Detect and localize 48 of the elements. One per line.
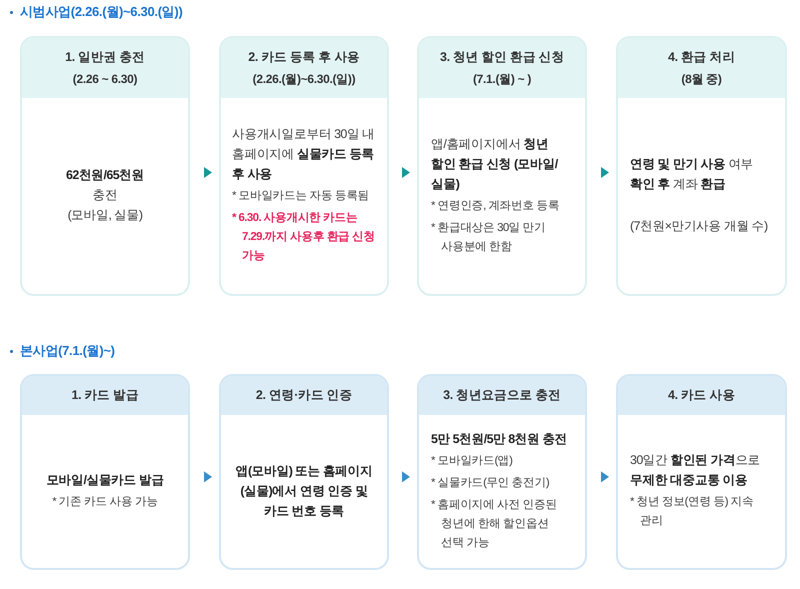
step-card [417, 374, 587, 570]
step-card [219, 374, 389, 570]
note-text: * 청년 정보(연령 등) 지속 관리 [630, 495, 754, 529]
section-heading: 시범사업(2.26.(월)~6.30.(일)) [20, 3, 182, 21]
note-text: * 기존 카드 사용 가능 [51, 494, 159, 510]
step-date: (7.1.(월) ~ ) [472, 70, 532, 88]
step-text: 5만 5천원/5만 8천원 충전 [431, 430, 568, 448]
note-text: * 연령인증, 계좌번호 등록 [431, 198, 560, 214]
step-text: (7천원×만기사용 개월 수) [630, 218, 769, 235]
note-text: * 6.30. 사용개시한 카드는 7.29.까지 사용후 환급 신청 가능 [232, 211, 376, 264]
note-text: * 모바일카드는 자동 등록됨 [232, 189, 370, 204]
step-text: 충전 [92, 187, 118, 204]
arrow [402, 471, 410, 482]
arrow [601, 471, 609, 482]
step-date: (2.26 ~ 6.30) [72, 70, 138, 88]
step-title: 2. 카드 등록 후 사용 [248, 48, 360, 66]
arrow [204, 471, 212, 482]
step-card [616, 374, 787, 570]
arrow [402, 167, 410, 178]
step-card [417, 36, 587, 296]
step-card [616, 36, 787, 296]
section-heading: 본사업(7.1.(월)~) [20, 342, 115, 360]
step-title: 1. 카드 발급 [72, 387, 138, 404]
step-title: 3. 청년 할인 환급 신청 [440, 48, 564, 66]
step-text: 62천원/65천원 [65, 167, 145, 184]
step-title: 1. 일반권 충전 [65, 48, 145, 66]
step-title: 3. 청년요금으로 충전 [443, 387, 561, 404]
arrow [204, 167, 212, 178]
step-card [219, 36, 389, 296]
step-card [20, 374, 190, 570]
step-title: 4. 카드 사용 [668, 387, 735, 404]
step-date: (8월 중) [681, 70, 722, 88]
step-text: 모바일/실물카드 발급 [45, 472, 165, 488]
step-date: (2.26.(월)~6.30.(일)) [252, 70, 356, 88]
note-text: * 홈페이지에 사전 인증된 청년에 한해 할인옵션 선택 가능 [431, 498, 558, 550]
step-text: (모바일, 실물) [66, 207, 144, 224]
arrow [601, 167, 609, 178]
step-title: 4. 환급 처리 [668, 48, 735, 66]
step-title: 2. 연령·카드 인증 [256, 387, 352, 404]
note-text: * 모바일카드(앱) [431, 454, 514, 468]
step-text: 사용개시일로부터 30일 내 홈페이지에 실물카드 등록 후 사용 [232, 126, 376, 183]
step-text: 앱(모바일) 또는 홈페이지(실물)에서 연령 인증 및 카드 번호 등록 [234, 462, 374, 520]
step-text: 앱/홈페이지에서 청년 할인 환급 신청 (모바일/실물) [431, 136, 559, 193]
note-text: * 실물카드(무인 충전기) [431, 476, 550, 490]
step-text: 연령 및 만기 사용 여부 확인 후 계좌 환급 [630, 156, 754, 193]
note-text: * 환급대상은 30일 만기 사용분에 한함 [431, 220, 546, 254]
step-card [20, 36, 190, 296]
step-text: 30일간 할인된 가격으로 무제한 대중교통 이용 [630, 452, 762, 489]
